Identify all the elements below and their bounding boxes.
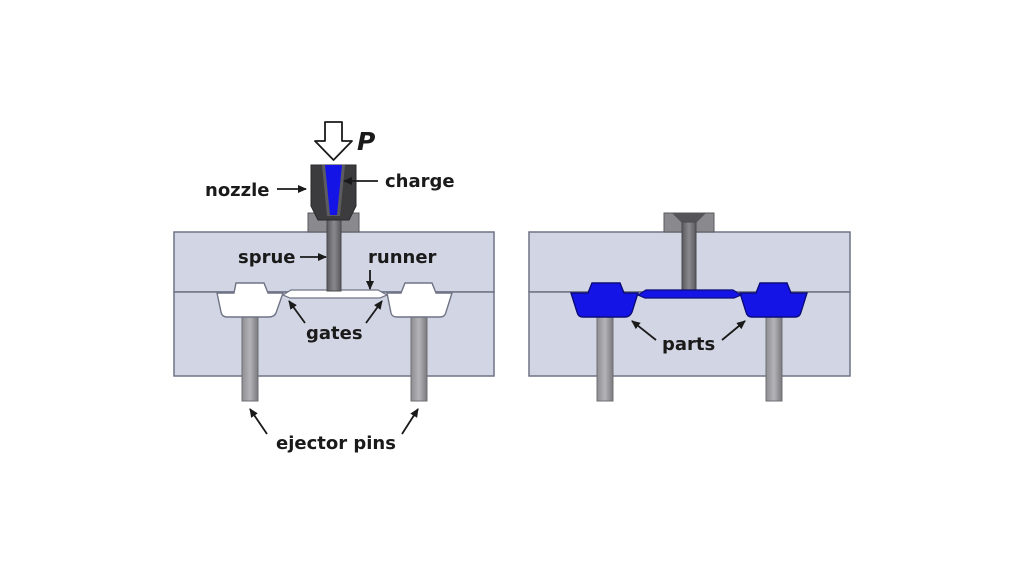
pressure-label: P bbox=[357, 127, 375, 156]
runner-label: runner bbox=[368, 247, 437, 268]
left-cavity-2 bbox=[386, 282, 453, 318]
gates-label: gates bbox=[306, 323, 363, 344]
charge-plastic bbox=[325, 165, 342, 215]
left-cavity-1 bbox=[216, 282, 284, 318]
left-ejector-pin-1 bbox=[241, 313, 259, 402]
right-mold: parts bbox=[528, 212, 851, 402]
right-ejector-pin-2 bbox=[765, 313, 783, 402]
gates-pointer-right bbox=[365, 300, 383, 324]
nozzle-label: nozzle bbox=[205, 180, 270, 201]
ejector-pins-pointer-left bbox=[249, 408, 268, 435]
gates-pointer-left bbox=[288, 300, 306, 324]
left-ejector-pin-2 bbox=[410, 313, 428, 402]
ejector-pins-pointer-right bbox=[401, 408, 419, 435]
right-ejector-pin-1 bbox=[596, 313, 614, 402]
left-runner-channel bbox=[281, 289, 389, 299]
right-sprue bbox=[681, 221, 697, 292]
sprue-label: sprue bbox=[238, 247, 296, 268]
right-sprue-funnel bbox=[672, 213, 706, 224]
left-sprue bbox=[326, 212, 342, 292]
right-runner-filled bbox=[636, 289, 743, 299]
pressure-arrow bbox=[314, 121, 353, 161]
left-mold: P nozzle charge sprue runner gates eject… bbox=[173, 121, 495, 454]
parts-pointer-left bbox=[631, 320, 657, 341]
charge-label: charge bbox=[385, 171, 455, 192]
right-part-1 bbox=[570, 282, 639, 318]
right-part-2 bbox=[739, 282, 808, 318]
parts-label: parts bbox=[662, 334, 715, 355]
parts-pointer-right bbox=[721, 320, 746, 341]
ejector-pins-label: ejector pins bbox=[276, 433, 396, 454]
